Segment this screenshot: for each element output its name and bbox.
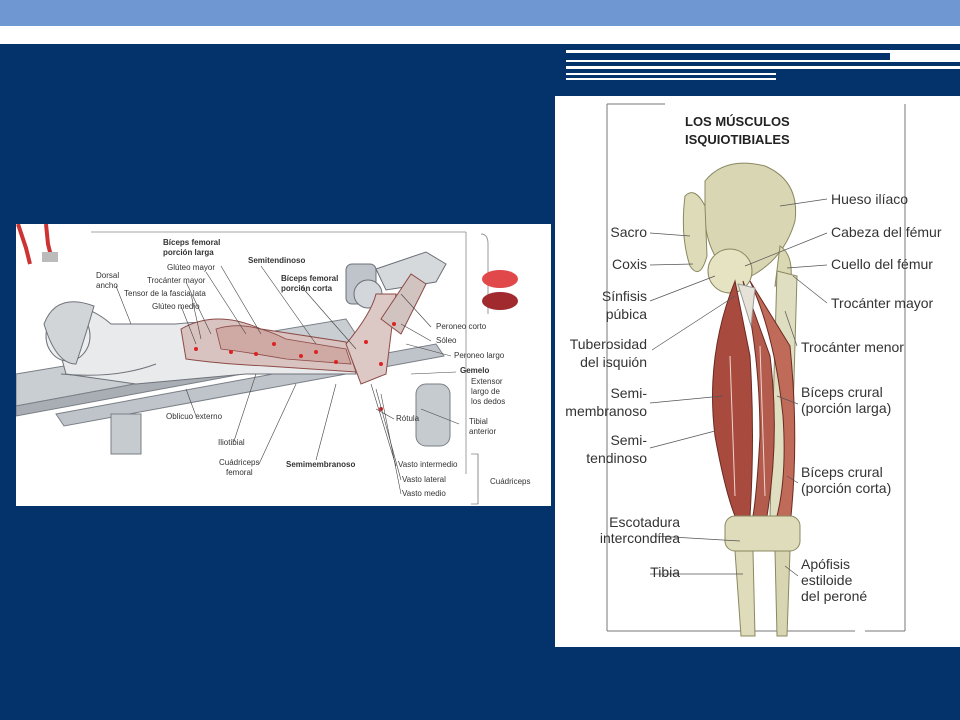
- label-vasto-lateral: Vasto lateral: [402, 475, 446, 484]
- label-vasto-intermedio: Vasto intermedio: [398, 460, 458, 469]
- label-extensor-3: los dedos: [471, 397, 506, 406]
- label-tibial-2: anterior: [469, 427, 497, 436]
- label-biceps-larga-1: Bíceps crural: [801, 384, 883, 400]
- label-cabeza-femur: Cabeza del fémur: [831, 224, 942, 240]
- label-soleo: Sóleo: [436, 336, 457, 345]
- label-coxis: Coxis: [611, 256, 647, 272]
- label-cuadriceps-femoral-2: femoral: [226, 468, 253, 477]
- label-tibia: Tibia: [650, 564, 680, 580]
- label-escotadura-1: Escotadura: [609, 514, 680, 530]
- label-hueso-iliaco: Hueso ilíaco: [831, 191, 909, 207]
- label-trocanter-mayor: Trocánter mayor: [831, 295, 934, 311]
- label-apofisis-2: estiloide: [801, 572, 853, 588]
- label-extensor-2: largo de: [471, 387, 500, 396]
- label-dorsal: Dorsal: [96, 271, 120, 280]
- label-trocanter-menor: Trocánter menor: [801, 339, 904, 355]
- label-biceps-short: Bíceps femoral: [281, 274, 339, 283]
- legend-oval-dark: [482, 292, 518, 310]
- label-biceps-corta-2: (porción corta): [801, 480, 892, 496]
- label-semimembranoso-2: membranoso: [565, 403, 647, 419]
- label-trocanter: Trocánter mayor: [147, 276, 206, 285]
- leg-curl-diagram: Bíceps femoral porción larga Glúteo mayo…: [16, 224, 551, 506]
- leg-curl-illustration: [16, 224, 518, 505]
- knee-tibia-bone: [724, 515, 801, 637]
- label-biceps-long: Bíceps femoral: [163, 238, 221, 247]
- label-iliotibial: Iliotibial: [218, 438, 245, 447]
- label-sacro: Sacro: [610, 224, 647, 240]
- label-dorsal-2: ancho: [96, 281, 118, 290]
- label-cuadriceps-femoral: Cuádriceps: [219, 458, 260, 467]
- label-tensor: Tensor de la fascia lata: [124, 289, 206, 298]
- label-semimembranoso-1: Semi-: [610, 385, 647, 401]
- thumbnail-figure: [16, 224, 58, 265]
- muscle-markers: [194, 322, 396, 411]
- legend-oval-light: [482, 270, 518, 288]
- right-title-line1: LOS MÚSCULOS: [685, 114, 790, 129]
- label-rotula: Rótula: [396, 414, 420, 423]
- label-cuello-femur: Cuello del fémur: [831, 256, 933, 272]
- label-biceps-larga-2: (porción larga): [801, 400, 892, 416]
- label-sinfisis-1: Sínfisis: [601, 288, 647, 304]
- label-gluteo-mayor: Glúteo mayor: [167, 263, 216, 272]
- hamstring-illustration: [606, 103, 906, 637]
- label-semimembranoso: Semimembranoso: [286, 460, 356, 469]
- top-accent-band: [0, 0, 960, 26]
- label-semitendinoso: Semitendinoso: [248, 256, 306, 265]
- label-escotadura-2: intercondílea: [599, 530, 680, 546]
- label-apofisis-3: del peroné: [801, 588, 868, 604]
- label-semitendinoso-1: Semi-: [610, 432, 647, 448]
- label-tuberosidad-1: Tuberosidad: [569, 336, 647, 352]
- label-extensor: Extensor: [471, 377, 503, 386]
- label-biceps-corta-1: Bíceps crural: [801, 464, 883, 480]
- label-tibial: Tibial: [469, 417, 488, 426]
- label-apofisis-1: Apófisis: [801, 556, 851, 572]
- label-tuberosidad-2: del isquión: [580, 354, 647, 370]
- right-title-line2: ISQUIOTIBIALES: [685, 132, 790, 147]
- label-peroneo-largo: Peroneo largo: [454, 351, 505, 360]
- label-gluteo-medio: Glúteo medio: [152, 302, 200, 311]
- label-sinfisis-2: púbica: [605, 306, 647, 322]
- label-cuadriceps: Cuádriceps: [490, 477, 531, 486]
- label-oblicuo: Oblicuo externo: [166, 412, 223, 421]
- label-peroneo-corto: Peroneo corto: [436, 322, 487, 331]
- label-biceps-long-2: porción larga: [163, 248, 214, 257]
- hamstring-anatomy-diagram: LOS MÚSCULOS ISQUIOTIBIALES Sacro Coxis …: [555, 96, 960, 647]
- label-gemelo: Gemelo: [460, 366, 490, 375]
- label-biceps-short-2: porción corta: [281, 284, 333, 293]
- hamstring-muscles: [712, 279, 796, 517]
- pelvis-bone: [682, 162, 797, 294]
- label-semitendinoso-2: tendinoso: [586, 450, 647, 466]
- label-vasto-medio: Vasto medio: [402, 489, 446, 498]
